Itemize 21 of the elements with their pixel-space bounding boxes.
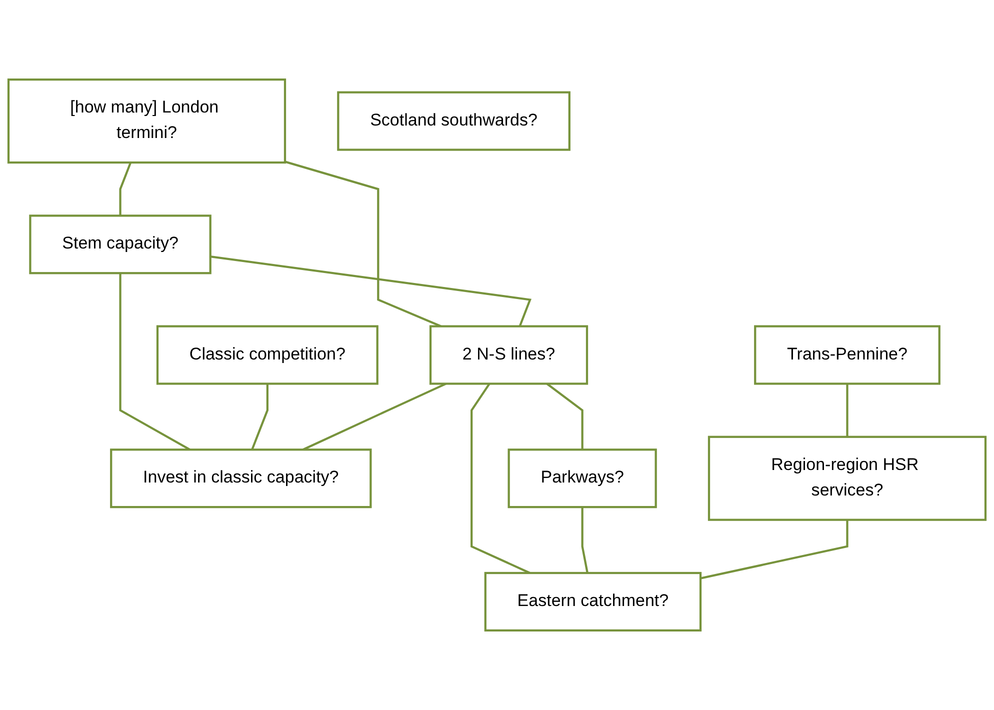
connector [700,520,848,580]
connector [546,382,584,450]
connector [581,507,588,574]
node-box: Scotland southwards? [337,91,570,151]
connector [251,384,268,450]
node-box: Parkways? [508,448,657,508]
connector [284,160,442,328]
node-box: Eastern catchment? [484,572,702,632]
node-box: Classic competition? [156,325,378,385]
connector [846,384,848,437]
connector [470,383,530,574]
connector [210,256,532,327]
node-box: Invest in classic capacity? [110,448,372,508]
node-box: 2 N-S lines? [429,325,588,385]
node-box: [how many] London termini? [7,78,286,164]
connector [119,273,191,451]
node-box: Stem capacity? [29,214,212,274]
connector [302,382,447,451]
connector [119,162,132,216]
node-box: Trans-Pennine? [754,325,940,385]
node-box: Region-region HSR services? [708,436,987,521]
